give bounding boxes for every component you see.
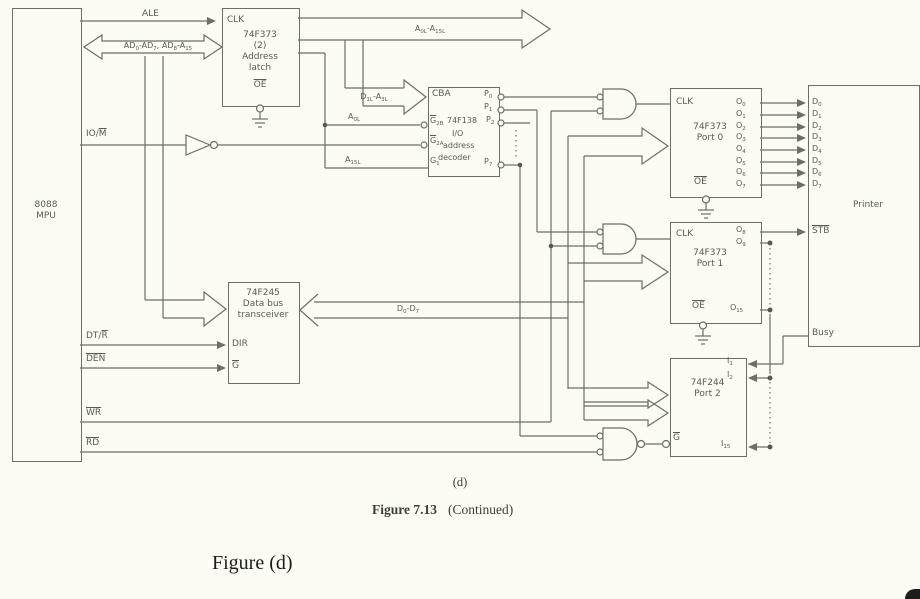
port1-oe-pin: OE [692, 301, 705, 311]
decoder-p2-pin: P2 [486, 115, 495, 126]
ground-port1 [695, 321, 711, 345]
printer-d6-pin: D6 [812, 167, 822, 178]
gate-and-port1-clk [596, 223, 637, 255]
port2-block [670, 358, 747, 457]
bus-latched-address [298, 8, 552, 116]
den-label: DEN [86, 354, 106, 364]
latch-oe-pin: OE [253, 80, 267, 90]
latch-clk-pin: CLK [227, 15, 245, 25]
decoder-pin-bubbles [420, 93, 505, 169]
gate-output-wires [636, 103, 670, 445]
port0-o1-pin: O1 [736, 109, 746, 120]
handwritten-figure-caption: Figure (d) [212, 552, 293, 574]
port0-o4-pin: O4 [736, 144, 746, 155]
io-address-decoder-block [428, 87, 500, 177]
port0-oe-pin: OE [694, 177, 707, 187]
printer-stb-pin: STB [812, 226, 830, 236]
transceiver-dir-pin: DIR [232, 339, 248, 349]
port0-block [670, 88, 762, 198]
decoder-p1-pin: P1 [484, 102, 493, 113]
port0-o2-pin: O2 [736, 121, 746, 132]
junction-dots [322, 122, 773, 450]
ale-label: ALE [142, 9, 159, 19]
ground-port0 [698, 195, 714, 219]
mpu-block [12, 8, 82, 462]
figure-number-caption: Figure 7.13 [372, 502, 437, 517]
port0-clk-pin: CLK [676, 97, 694, 107]
decoder-g1-pin: G1 [430, 156, 440, 167]
printer-d1-pin: D1 [812, 109, 822, 120]
printer-d3-pin: D3 [812, 132, 822, 143]
dt-r-label: DT/R [86, 331, 108, 341]
figure-continued-caption: (Continued) [448, 502, 514, 517]
data-bus-label: D0-D7 [396, 304, 420, 315]
decoder-title-address: address [443, 141, 475, 150]
transceiver-g-pin: G [232, 361, 239, 371]
latched-address-bus-label: A0L-A15L [414, 24, 446, 35]
port1-clk-pin: CLK [676, 229, 694, 239]
printer-d2-pin: D2 [812, 121, 822, 132]
port1-o15-pin: O15 [730, 303, 744, 314]
bus-data [299, 126, 670, 428]
printer-d7-pin: D7 [812, 179, 822, 190]
port0-o3-pin: O3 [736, 132, 746, 143]
gate-nand-port2-enable [596, 427, 671, 461]
printer-d5-pin: D5 [812, 156, 822, 167]
latched-address-wires [298, 52, 428, 169]
arrowheads [207, 17, 806, 451]
subfigure-caption: (d) [452, 475, 468, 489]
decoder-output-wires [504, 96, 597, 437]
gate-and-port0-clk [596, 88, 637, 120]
decoder-p0-pin: P0 [484, 89, 493, 100]
io-m-label: IO/M [86, 129, 107, 139]
rd-label: RD [86, 438, 100, 448]
decoder-p7-pin: P7 [484, 157, 493, 168]
printer-busy-pin: Busy [812, 328, 834, 338]
port0-o0-pin: O0 [736, 97, 746, 108]
printer-title: Printer [853, 200, 883, 210]
control-wires [80, 20, 597, 453]
decoder-cba-pin: CBA [432, 89, 451, 99]
wr-label: WR [86, 408, 102, 418]
port2-i1-pin: I1 [727, 356, 733, 367]
ground-latch [252, 104, 268, 128]
gate-inverter [185, 134, 219, 156]
port0-o6-pin: O6 [736, 167, 746, 178]
port1-block [670, 222, 762, 324]
port1-o9-pin: O9 [736, 237, 746, 248]
busy-wire [748, 335, 808, 365]
a0l-label: A0L [348, 112, 361, 123]
decoder-part-number: 74F138 [447, 116, 478, 125]
a15l-label: A15L [345, 155, 361, 166]
port0-o5-pin: O5 [736, 156, 746, 167]
port1-o8-pin: O8 [736, 225, 746, 236]
port0-o7-pin: O7 [736, 179, 746, 190]
cba-select-bus-label: D1L-A3L [360, 92, 388, 103]
port-output-wires [750, 102, 798, 448]
port2-g-pin: G [673, 433, 680, 443]
decoder-title-decoder: decoder [438, 153, 471, 162]
port2-i2-pin: I2 [727, 370, 733, 381]
decoder-g2b-pin: G2B [430, 116, 444, 127]
page-corner-mark [905, 589, 920, 599]
decoder-title-io: I/O [452, 129, 464, 138]
decoder-g2a-pin: G2A [430, 136, 444, 147]
data-bus-transceiver-block [228, 282, 300, 384]
port2-i15-pin: I15 [721, 439, 731, 450]
ad-bus-label: AD0-AD7, AD8-A15 [123, 41, 193, 52]
printer-d0-pin: D0 [812, 97, 822, 108]
printer-d4-pin: D4 [812, 144, 822, 155]
bus-ad-multiplexed [82, 33, 227, 328]
